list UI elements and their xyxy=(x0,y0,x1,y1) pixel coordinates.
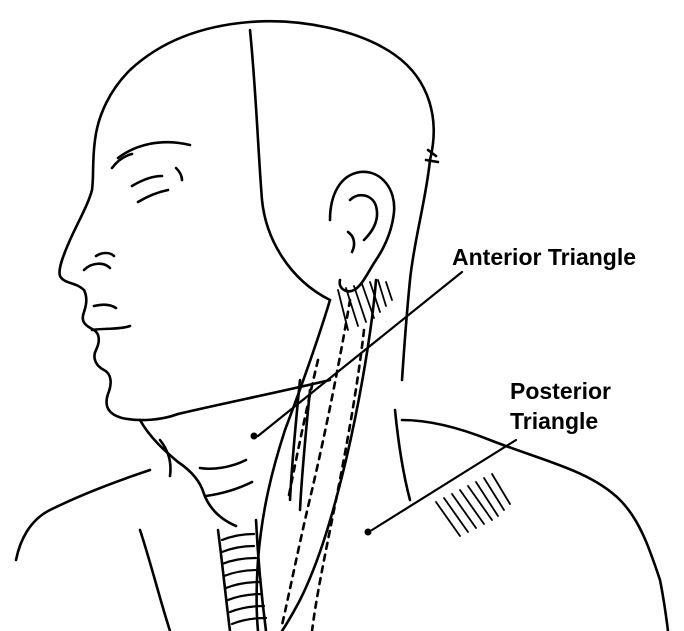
ear-inner xyxy=(350,195,377,240)
larynx-mid xyxy=(206,482,252,496)
mouth xyxy=(92,326,130,330)
neck-strand-2 xyxy=(300,390,310,510)
eye xyxy=(132,176,162,186)
chest-line xyxy=(140,530,170,631)
left-shoulder xyxy=(16,470,150,560)
throat xyxy=(178,462,236,526)
anterior-triangle-label: Anterior Triangle xyxy=(452,242,636,272)
ear-lobe-fold xyxy=(348,232,354,252)
back-of-neck xyxy=(402,160,430,380)
posterior-triangle-label: Posterior Triangle xyxy=(510,376,611,436)
hairline xyxy=(250,30,330,300)
posterior-label-line1: Posterior xyxy=(510,376,611,406)
head-outline xyxy=(59,21,433,420)
nostril xyxy=(84,264,110,270)
anterior-leader-line xyxy=(258,272,462,436)
eye-crease xyxy=(176,168,182,180)
trachea-left xyxy=(218,530,230,631)
nose-wing xyxy=(96,253,114,256)
larynx-top xyxy=(200,460,246,469)
upper-lip xyxy=(94,305,116,308)
ear xyxy=(330,172,394,291)
anterior-point xyxy=(251,433,258,440)
trapezius-edge xyxy=(395,410,410,500)
posterior-leader-line xyxy=(372,440,516,530)
shoulder xyxy=(402,420,668,631)
neck-strand-1 xyxy=(290,380,300,500)
chin-underside xyxy=(140,420,178,462)
jaw-hatching xyxy=(338,280,392,330)
posterior-point xyxy=(365,529,372,536)
eye-lower xyxy=(138,190,168,202)
muscle-dashed-line-2 xyxy=(312,330,364,631)
posterior-label-line2: Triangle xyxy=(510,406,611,436)
